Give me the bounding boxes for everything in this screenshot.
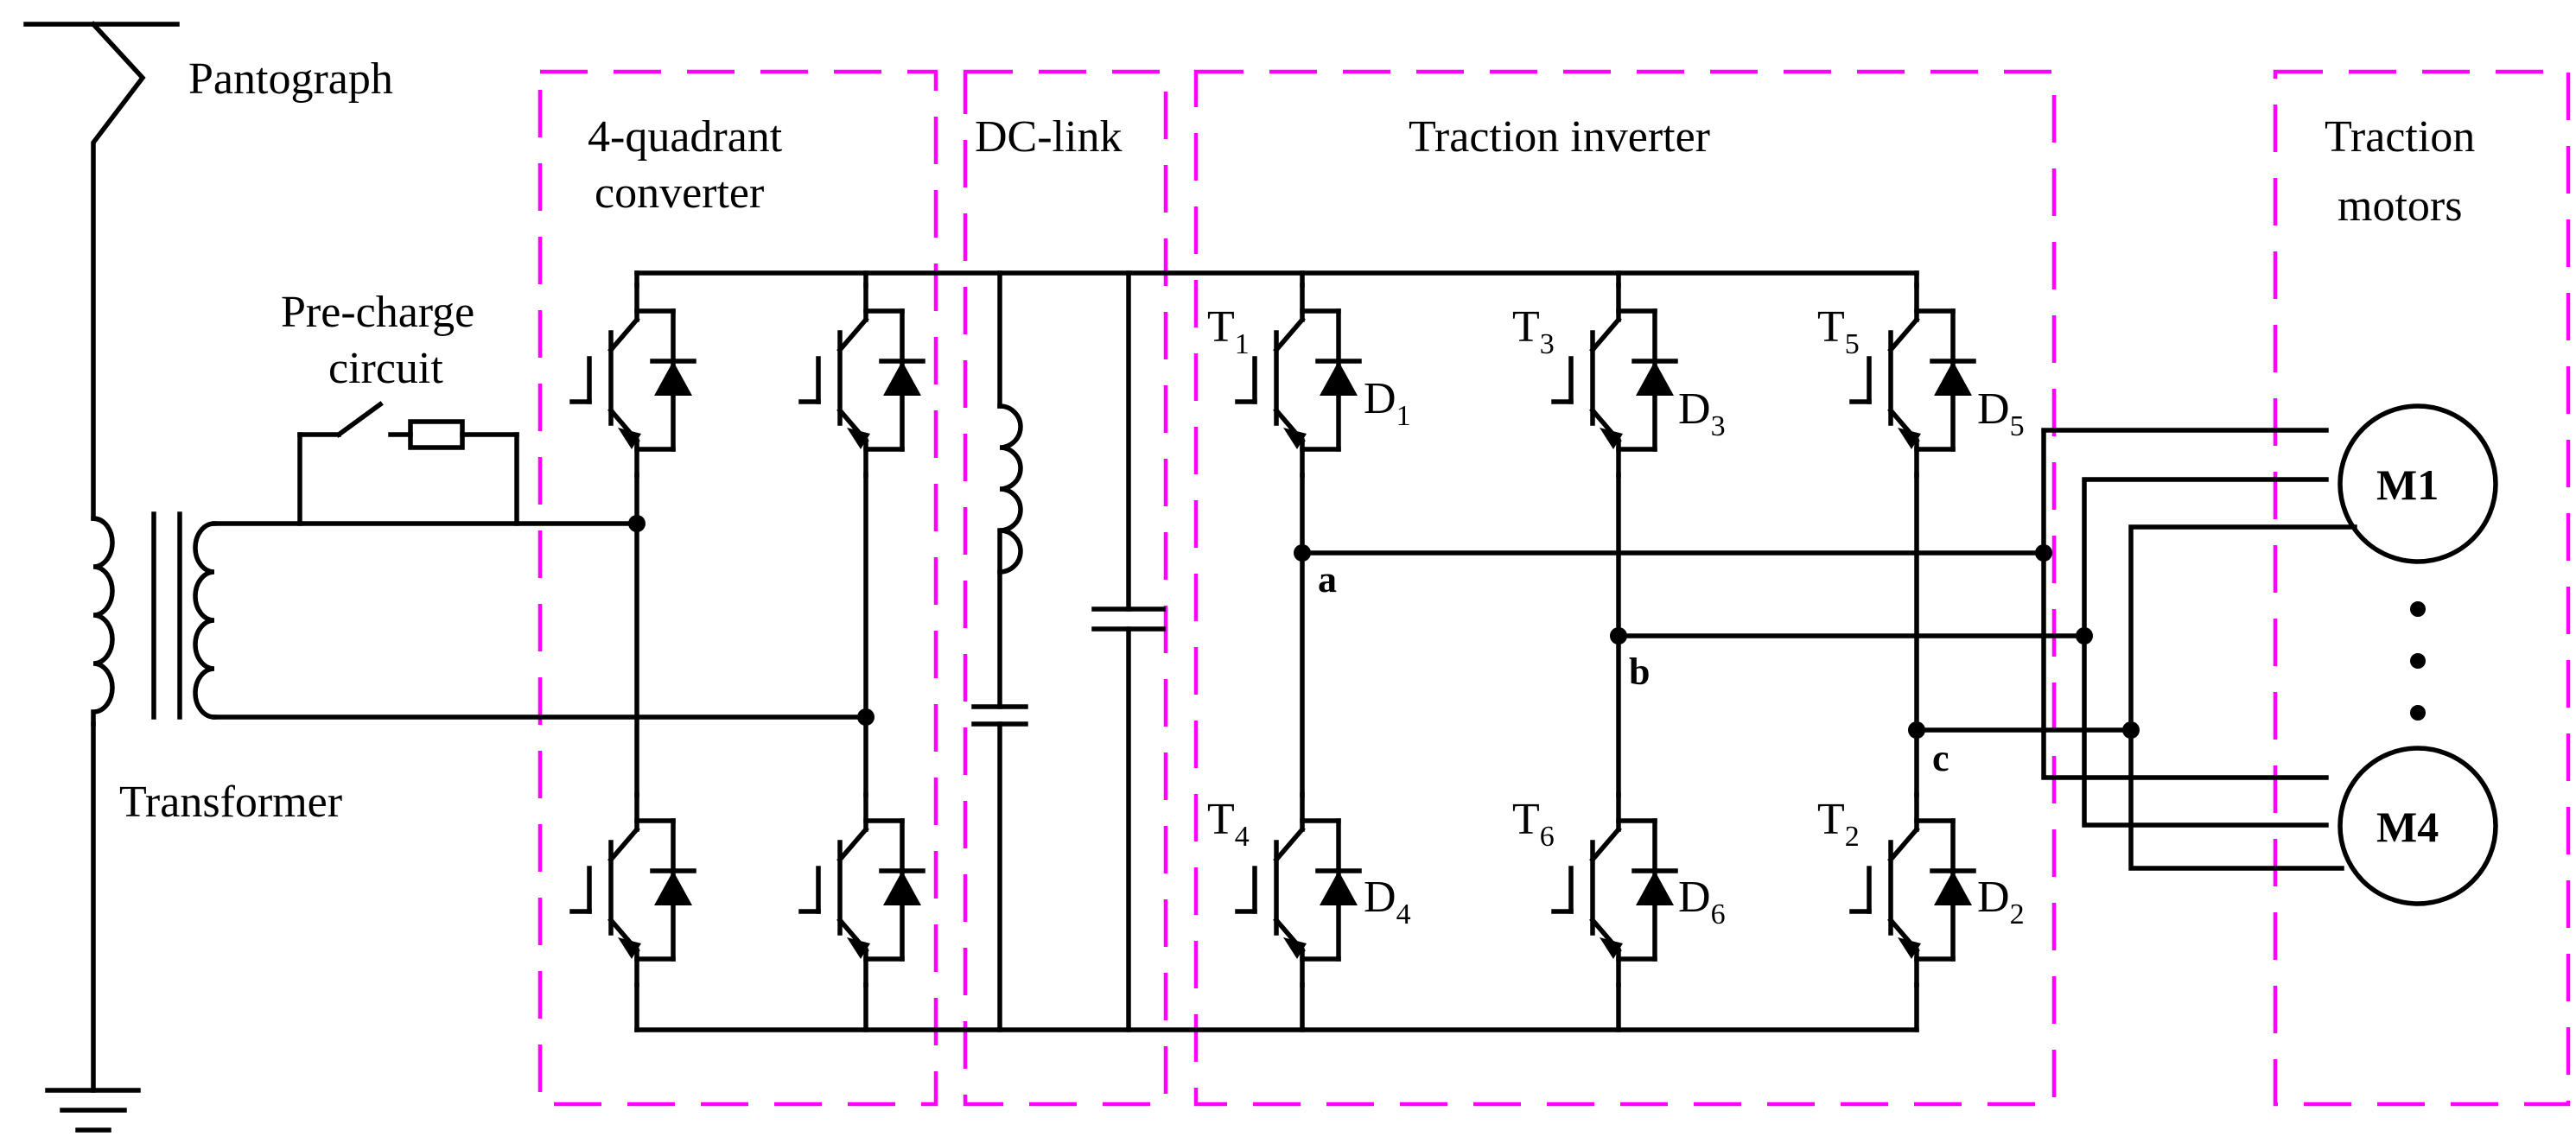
t3-label: T3 (1512, 302, 1555, 360)
igbt-t3 (1554, 285, 1676, 475)
dclink-capacitor (1091, 270, 1166, 1032)
ellipsis-dot (2410, 705, 2426, 721)
converter-box (537, 69, 938, 1107)
pantograph-icon (23, 21, 180, 521)
transformer-icon (91, 511, 868, 727)
motors-label-1: Traction (2325, 112, 2475, 162)
t6-label: T6 (1512, 795, 1555, 853)
converter-leg-2 (801, 270, 923, 1032)
d3-label: D3 (1678, 384, 1726, 442)
igbt-t5 (1852, 285, 1974, 475)
motor-m1-label: M1 (2376, 460, 2439, 509)
phase-c-line (1908, 721, 2140, 739)
precharge-circuit (297, 401, 519, 526)
ellipsis-dot (2410, 653, 2426, 669)
junction-dot (628, 515, 646, 532)
converter-label-2: converter (595, 168, 764, 218)
phase-a-line (1294, 544, 2052, 562)
d2-label: D2 (1977, 873, 2025, 930)
t4-label: T4 (1207, 795, 1250, 853)
d6-label: D6 (1678, 873, 1726, 930)
inverter-leg-c (1852, 270, 1974, 1032)
pantograph-label: Pantograph (188, 54, 393, 104)
inverter-leg-a (1237, 270, 1359, 1032)
t5-label: T5 (1817, 302, 1860, 360)
d1-label: D1 (1364, 374, 1411, 432)
motor-m4-icon (2337, 746, 2498, 906)
node-a-label: a (1318, 558, 1337, 600)
node-c-label: c (1932, 737, 1949, 779)
junction-dot (857, 708, 875, 726)
converter-label-1: 4-quadrant (588, 112, 783, 162)
precharge-label-2: circuit (328, 344, 443, 393)
dclink-box (963, 69, 1168, 1107)
precharge-label-1: Pre-charge (281, 288, 474, 337)
converter-igbt-3 (572, 795, 694, 985)
motors-label-2: motors (2337, 181, 2462, 231)
converter-igbt-4 (801, 795, 923, 985)
motor-m1-icon (2337, 403, 2498, 564)
ellipsis-dot (2410, 601, 2426, 617)
inverter-box (1193, 69, 2057, 1107)
igbt-t1 (1237, 285, 1359, 475)
converter-igbt-2 (801, 285, 923, 475)
motor-bus-wiring (2041, 428, 2357, 871)
d5-label: D5 (1977, 384, 2025, 442)
inverter-leg-b (1554, 270, 1676, 1032)
phase-b-line (1610, 627, 2093, 645)
dclink-lc-filter (971, 270, 1028, 1032)
d4-label: D4 (1364, 873, 1411, 930)
dclink-label: DC-link (975, 112, 1122, 162)
t2-label: T2 (1817, 795, 1860, 853)
transformer-label: Transformer (119, 778, 342, 827)
converter-igbt-1 (572, 285, 694, 475)
converter-leg-1 (572, 270, 694, 1032)
igbt-t2 (1852, 795, 1974, 985)
t1-label: T1 (1207, 302, 1250, 360)
motor-m4-label: M4 (2376, 803, 2439, 851)
inverter-label: Traction inverter (1409, 112, 1710, 162)
igbt-t4 (1237, 795, 1359, 985)
igbt-t6 (1554, 795, 1676, 985)
ground-icon (45, 721, 141, 1133)
motors-box (2273, 69, 2571, 1107)
node-b-label: b (1629, 651, 1650, 693)
